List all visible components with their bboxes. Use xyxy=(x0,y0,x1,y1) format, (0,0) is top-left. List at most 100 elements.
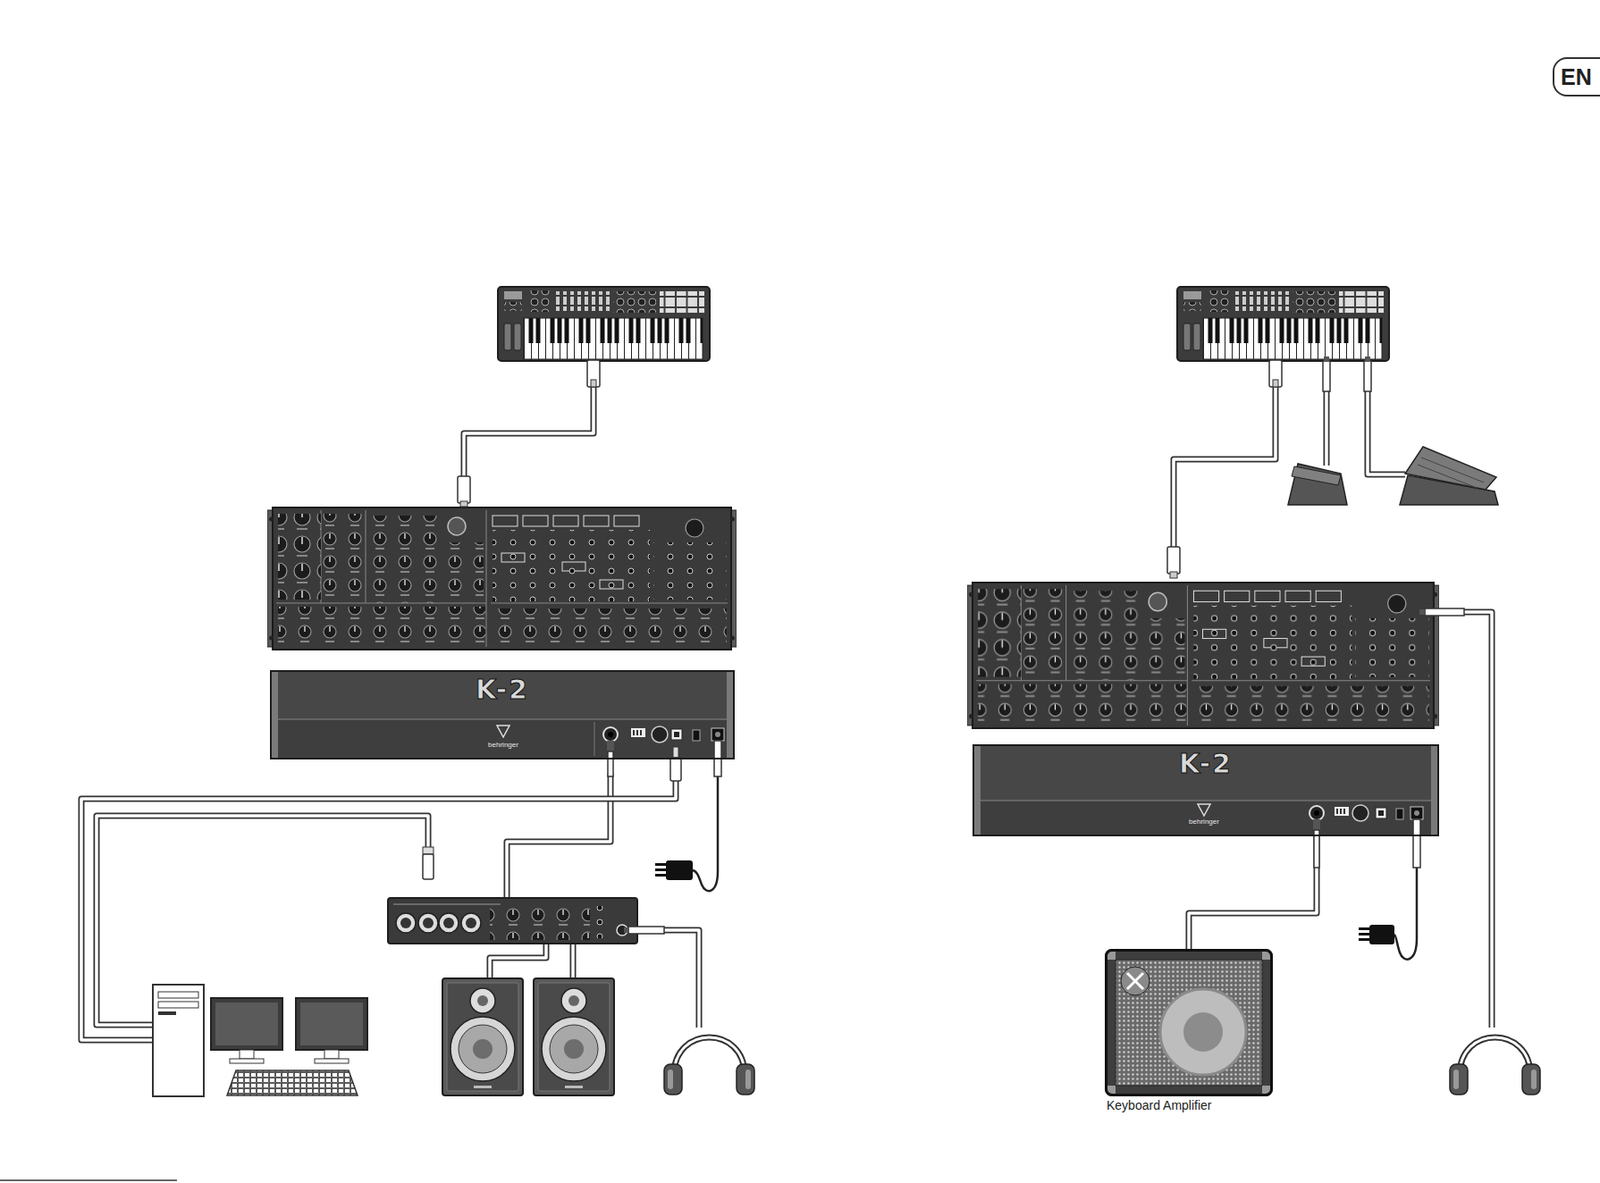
illustration-path xyxy=(1291,466,1341,486)
illustration-use xyxy=(533,978,615,1096)
node-label: EN xyxy=(1560,66,1592,89)
node-label: Keyboard Amplifier xyxy=(1106,1098,1213,1114)
illustration-rect xyxy=(606,741,615,752)
illustration-rect xyxy=(1313,819,1321,831)
illustration-circle xyxy=(603,727,618,742)
illustration-path xyxy=(96,816,429,1026)
illustration-path xyxy=(1462,612,1492,1028)
illustration-rect xyxy=(711,728,725,742)
illustration-rect xyxy=(1358,927,1371,931)
illustration-rect xyxy=(628,926,665,935)
illustration-rect xyxy=(158,992,199,999)
illustration-use xyxy=(497,286,710,362)
illustration-rect xyxy=(623,927,630,934)
illustration-path xyxy=(571,943,575,978)
illustration-path xyxy=(489,943,547,978)
cable-outline xyxy=(1188,836,1317,950)
illustration-path xyxy=(227,1070,358,1096)
illustration-rect xyxy=(1323,356,1330,363)
illustration-circle xyxy=(651,726,668,743)
illustration-rect xyxy=(1396,808,1404,820)
illustration-rect xyxy=(1115,960,1263,1087)
illustration-rect xyxy=(670,757,682,782)
illustration-rect xyxy=(587,360,600,388)
illustration-use xyxy=(1449,1037,1541,1095)
illustration-use xyxy=(1177,286,1390,362)
illustration-rect xyxy=(158,1002,199,1009)
illustration-rect xyxy=(1413,819,1421,868)
illustration-rect xyxy=(1336,808,1339,815)
illustration-circle xyxy=(1414,810,1420,817)
illustration-path xyxy=(506,774,611,899)
illustration-path xyxy=(1405,446,1497,490)
illustration-path xyxy=(489,943,547,978)
illustration-rect xyxy=(655,868,667,872)
illustration-rect xyxy=(673,747,679,758)
illustration-circle xyxy=(418,913,438,934)
illustration-path xyxy=(1323,389,1331,466)
illustration-rect xyxy=(1375,808,1387,819)
illustration-rect xyxy=(1364,361,1372,392)
illustration-path xyxy=(96,816,429,1026)
illustration-line xyxy=(393,904,501,906)
illustration-path xyxy=(663,930,699,1028)
illustration-use xyxy=(442,978,523,1096)
illustration-rect xyxy=(314,1059,349,1064)
illustration-line xyxy=(980,800,1432,802)
illustration-rect xyxy=(1322,361,1331,392)
illustration-circle xyxy=(1352,805,1369,822)
illustration-line xyxy=(0,1179,177,1182)
illustration-circle xyxy=(1313,810,1320,817)
illustration-rect xyxy=(636,730,639,736)
illustration-circle xyxy=(1183,1012,1223,1053)
illustration-line xyxy=(594,722,596,757)
illustration-path xyxy=(1197,804,1211,817)
illustration-rect xyxy=(1269,360,1282,388)
illustration-rect xyxy=(210,998,283,1051)
illustration-circle xyxy=(1120,967,1150,996)
illustration-path xyxy=(496,725,510,738)
audio-cable xyxy=(1188,836,1317,950)
illustration-circle xyxy=(607,732,614,738)
cable-core xyxy=(1188,836,1317,950)
illustration-rect xyxy=(1262,951,1272,960)
illustration-rect xyxy=(1106,951,1116,960)
illustration-path xyxy=(1324,389,1329,466)
illustration-rect xyxy=(1424,608,1465,616)
illustration-rect xyxy=(422,847,434,855)
illustration-rect xyxy=(1334,807,1349,817)
illustration-circle xyxy=(461,913,481,934)
illustration-rect xyxy=(1410,807,1424,820)
illustration-rect xyxy=(673,732,680,738)
brand-logo-text: behringer xyxy=(488,741,519,750)
illustration-rect xyxy=(1272,379,1279,388)
illustration-circle xyxy=(715,732,721,738)
illustration-rect xyxy=(324,1050,339,1060)
illustration-path xyxy=(1367,389,1406,475)
illustration-rect xyxy=(1378,810,1384,817)
illustration-rect xyxy=(152,985,204,1097)
illustration-rect xyxy=(655,874,667,877)
illustration-rect xyxy=(457,476,471,504)
illustration-rect xyxy=(1369,925,1395,945)
illustration-rect xyxy=(269,670,735,720)
illustration-circle xyxy=(465,917,477,929)
illustration-rect xyxy=(665,860,693,881)
illustration-rect xyxy=(269,670,735,760)
illustration-rect xyxy=(590,379,597,388)
illustration-rect xyxy=(387,898,638,944)
illustration-use xyxy=(267,507,737,650)
illustration-use xyxy=(664,1037,755,1095)
illustration-rect xyxy=(1106,1086,1116,1095)
illustration-circle xyxy=(438,913,459,934)
illustration-rect xyxy=(300,1002,363,1046)
illustration-path xyxy=(1173,386,1276,553)
illustration-rect xyxy=(1358,933,1371,936)
illustration-rect xyxy=(1358,938,1371,942)
illustration-path xyxy=(570,943,577,978)
illustration-rect xyxy=(460,501,468,507)
illustration-path xyxy=(1367,389,1406,475)
illustration-rect xyxy=(422,854,434,880)
